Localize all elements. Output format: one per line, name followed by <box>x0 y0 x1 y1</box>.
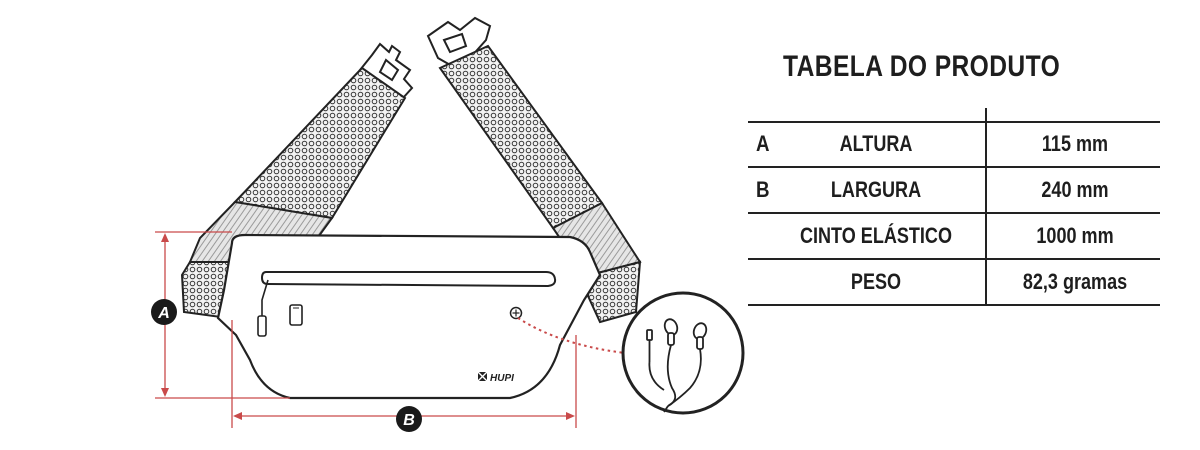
product-illustration: HUPI A <box>151 16 745 432</box>
row-value: 1000 mm <box>1036 223 1114 248</box>
product-table: A ALTURA 115 mm B LARGURA 240 mm CINTO E… <box>748 108 1160 306</box>
dimension-badge-b: B <box>396 406 422 432</box>
row-label: ALTURA <box>839 131 913 156</box>
row-divider <box>748 258 1160 260</box>
hupi-logo: HUPI <box>477 371 514 384</box>
table-title: TABELA DO PRODUTO <box>783 50 1061 83</box>
row-value: 82,3 gramas <box>1022 269 1128 294</box>
dimension-badge-a: A <box>151 299 177 325</box>
svg-text:A: A <box>157 305 170 322</box>
column-divider <box>985 108 987 306</box>
phone-icon <box>289 304 303 326</box>
row-value: 240 mm <box>1041 177 1109 202</box>
row-divider <box>748 166 1160 168</box>
headphone-port-icon <box>509 306 523 320</box>
row-value: 115 mm <box>1041 131 1109 156</box>
row-label: CINTO ELÁSTICO <box>799 223 953 248</box>
row-divider <box>748 304 1160 306</box>
earphones-icon <box>621 291 745 415</box>
row-divider <box>748 212 1160 214</box>
zipper-pull-icon <box>257 279 269 337</box>
waist-bag-body: HUPI <box>216 233 602 400</box>
zipper-track <box>260 271 557 288</box>
svg-text:B: B <box>403 412 415 429</box>
row-letter <box>756 213 773 259</box>
svg-text:HUPI: HUPI <box>490 373 514 384</box>
right-buckle-icon <box>426 16 492 68</box>
row-divider <box>748 121 1160 123</box>
row-letter <box>756 259 773 305</box>
row-letter: A <box>756 131 770 156</box>
row-label: LARGURA <box>830 177 922 202</box>
row-letter: B <box>756 177 770 202</box>
row-label: PESO <box>850 269 902 294</box>
